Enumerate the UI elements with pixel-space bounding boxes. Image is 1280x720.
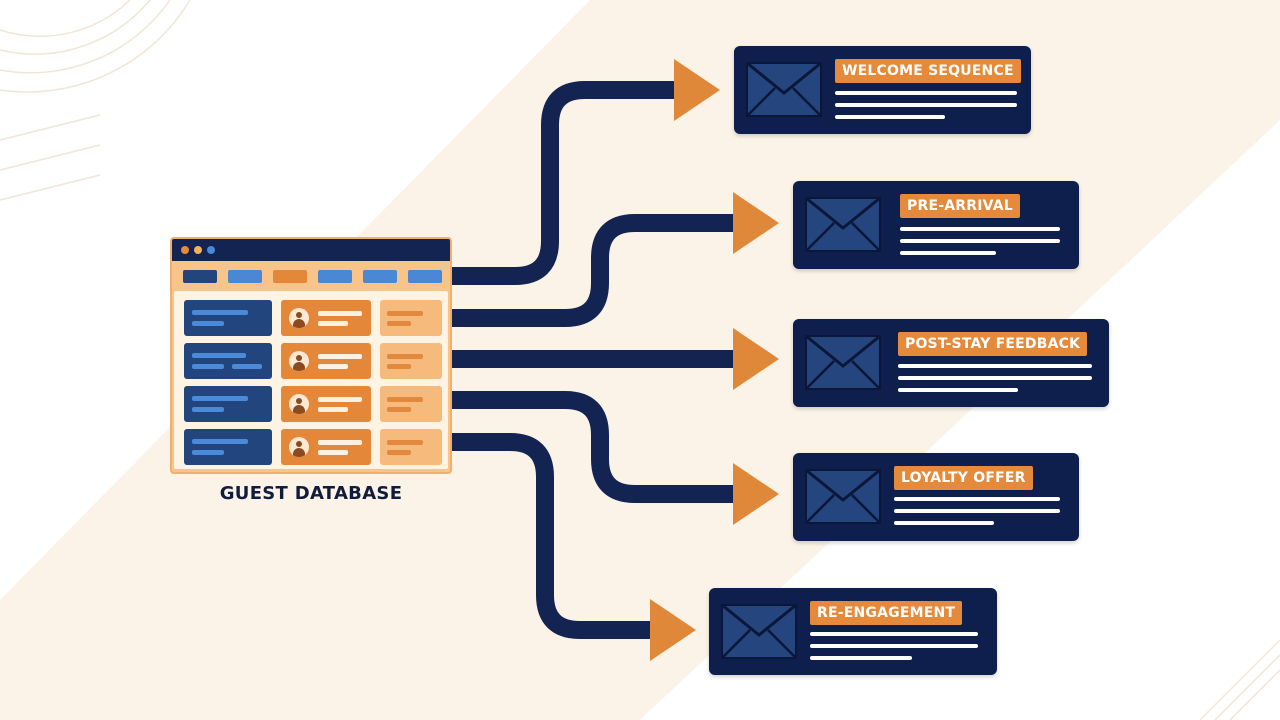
arrowhead-post-stay <box>733 328 779 390</box>
window-dot-icon <box>194 246 202 254</box>
window-titlebar <box>172 239 450 261</box>
campaign-tag: POST-STAY FEEDBACK <box>898 332 1088 356</box>
connector-re-engagement <box>452 433 665 639</box>
guest-cell <box>281 386 371 422</box>
email-card-post-stay: POST-STAY FEEDBACK <box>793 319 1109 407</box>
connector-loyalty <box>452 391 748 503</box>
campaign-tag: LOYALTY OFFER <box>894 466 1033 490</box>
header-cell <box>363 270 397 283</box>
detail-cell <box>380 386 442 422</box>
guest-database-label: GUEST DATABASE <box>219 483 403 504</box>
arrowhead-re-engagement <box>650 599 696 661</box>
header-cell <box>183 270 217 283</box>
user-avatar-icon <box>289 394 309 414</box>
header-cell <box>318 270 352 283</box>
guest-cell <box>281 429 371 465</box>
connector-welcome <box>452 81 690 285</box>
record-cell <box>184 386 272 422</box>
user-avatar-icon <box>289 351 309 371</box>
arrowhead-pre-arrival <box>733 192 779 254</box>
arrowhead-loyalty <box>733 463 779 525</box>
email-card-re-engagement: RE-ENGAGEMENT <box>709 588 997 675</box>
record-cell <box>184 429 272 465</box>
detail-cell <box>380 429 442 465</box>
guest-cell <box>281 343 371 379</box>
header-cell <box>273 270 307 283</box>
user-avatar-icon <box>289 437 309 457</box>
window-dot-icon <box>181 246 189 254</box>
email-card-loyalty: LOYALTY OFFER <box>793 453 1079 541</box>
email-card-pre-arrival: PRE-ARRIVAL <box>793 181 1079 269</box>
envelope-icon <box>805 335 881 390</box>
detail-cell <box>380 343 442 379</box>
header-cell <box>408 270 442 283</box>
record-cell <box>184 300 272 336</box>
connector-pre-arrival <box>452 214 748 327</box>
email-card-welcome: WELCOME SEQUENCE <box>734 46 1031 134</box>
detail-cell <box>380 300 442 336</box>
campaign-tag: WELCOME SEQUENCE <box>835 59 1021 83</box>
envelope-icon <box>746 62 822 117</box>
campaign-tag: PRE-ARRIVAL <box>900 194 1020 218</box>
guest-cell <box>281 300 371 336</box>
database-grid <box>174 291 448 469</box>
user-avatar-icon <box>289 308 309 328</box>
arrowhead-welcome <box>674 59 720 121</box>
envelope-icon <box>721 604 797 659</box>
campaign-tag: RE-ENGAGEMENT <box>810 601 963 625</box>
header-cell <box>228 270 262 283</box>
envelope-icon <box>805 197 881 252</box>
window-dot-icon <box>207 246 215 254</box>
record-cell <box>184 343 272 379</box>
envelope-icon <box>805 469 881 524</box>
guest-database-window <box>170 237 452 474</box>
